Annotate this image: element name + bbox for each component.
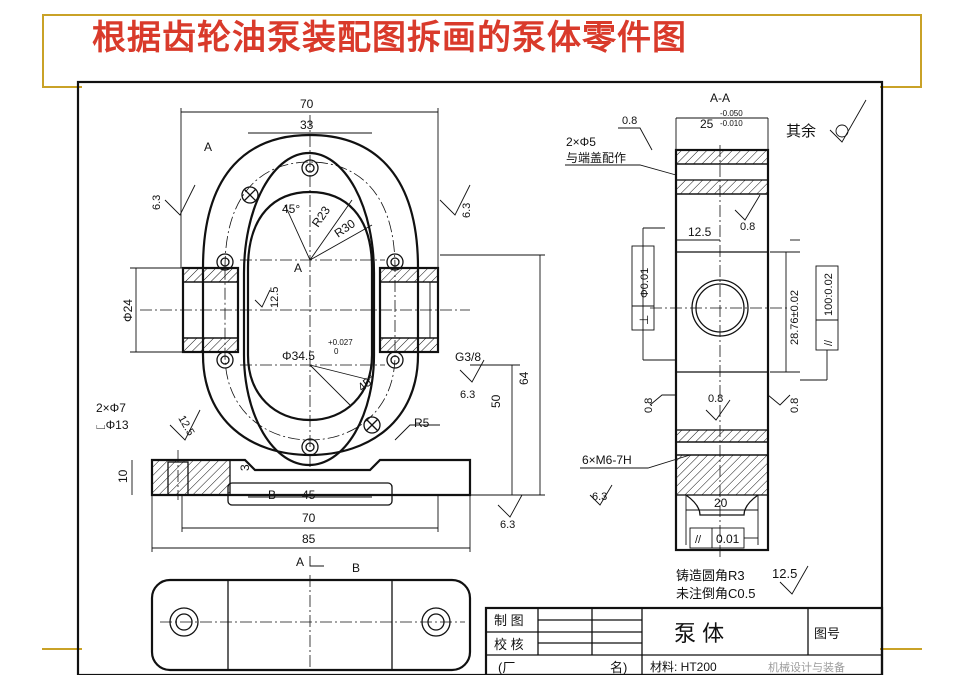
- dim-28-76: 28.76±0.02: [789, 290, 801, 345]
- dim-50: 50: [489, 394, 503, 408]
- note-chamfer: 未注倒角C0.5: [676, 586, 755, 601]
- dim-d345-tol-lo: 0: [334, 347, 339, 356]
- tb-check: 校 核: [494, 637, 524, 652]
- label-others: 其余: [786, 122, 816, 140]
- section-arrow-shape: [309, 556, 324, 567]
- dim-20: 20: [714, 496, 728, 510]
- tb-material: 材料: HT200: [650, 660, 717, 674]
- section-arrow-b: B: [352, 561, 360, 575]
- dim-45-bot: 45°: [355, 372, 378, 395]
- dim-45: 45: [302, 488, 316, 502]
- bottom-view: [150, 575, 472, 672]
- ra-08-top: 0.8: [622, 115, 637, 127]
- center-a: A: [294, 261, 302, 275]
- tol-par2-val: 0.01: [716, 532, 740, 546]
- section-arrow-a: A: [296, 555, 304, 569]
- tol-perp-sym: ⊥: [637, 315, 651, 325]
- section-mark-b: B: [268, 488, 276, 502]
- ra-125-bore: 12.5: [269, 287, 281, 308]
- tol-perp-val: Φ0.01: [639, 268, 651, 298]
- label-2x7: 2×Φ7: [96, 401, 126, 415]
- ra-08-right: 0.8: [789, 398, 801, 413]
- ra-63-thread: 6.3: [592, 491, 607, 503]
- section-mark-a-top: A: [204, 140, 212, 154]
- dim-45-top: 45°: [282, 202, 300, 216]
- dim-d345: Φ34.5: [282, 349, 315, 363]
- slide-title: 根据齿轮油泵装配图拆画的泵体零件图: [92, 18, 687, 58]
- frame-line-top: [42, 14, 922, 16]
- dim-12-5: 12.5: [688, 225, 712, 239]
- frame-line-bottom-left: [42, 648, 82, 650]
- ra-63-left: 6.3: [151, 195, 163, 210]
- frame-line-right: [920, 14, 922, 86]
- dim-10: 10: [116, 469, 130, 483]
- dim-33: 33: [300, 118, 314, 132]
- dim-70-bot: 70: [302, 511, 316, 525]
- ra-08-left: 0.8: [643, 398, 655, 413]
- label-pins: 2×Φ5: [566, 135, 596, 149]
- dim-r30: R30: [332, 216, 358, 240]
- tb-part-name: 泵 体: [674, 621, 724, 646]
- dim-3: 3: [238, 464, 252, 471]
- side-view: [565, 99, 867, 595]
- label-r5: R5: [414, 416, 430, 430]
- dim-85: 85: [302, 532, 316, 546]
- front-view: [130, 108, 545, 552]
- title-block-lines: [484, 606, 884, 675]
- frame-line-left: [42, 14, 44, 86]
- dim-d24: Φ24: [121, 299, 135, 322]
- section-label-aa: A-A: [710, 91, 730, 105]
- frame-line-under-title: [42, 86, 82, 88]
- tol-par-val: 100:0.02: [823, 273, 835, 316]
- label-c13: ⌴Φ13: [96, 418, 129, 432]
- label-pins-note: 与端盖配作: [566, 151, 626, 165]
- label-threads: 6×M6-7H: [582, 453, 632, 467]
- tb-factory-close: 名): [610, 660, 627, 675]
- note-ra: 12.5: [772, 566, 797, 581]
- tol-par-sym: //: [823, 339, 835, 346]
- frame-line-bottom-right: [880, 648, 922, 650]
- ra-08-mid: 0.8: [740, 221, 755, 233]
- dim-25-tol-lo: -0.010: [720, 119, 743, 128]
- tol-par2-sym: //: [695, 534, 702, 546]
- label-g38: G3/8: [455, 350, 481, 364]
- ra-63-right: 6.3: [461, 203, 473, 218]
- ra-63-bottom: 6.3: [500, 519, 515, 531]
- sheet-border: [76, 80, 884, 675]
- ra-63-g: 6.3: [460, 389, 475, 401]
- dim-25-tol-up: -0.050: [720, 109, 743, 118]
- dim-25: 25: [700, 117, 714, 131]
- note-fillet: 铸造圆角R3: [676, 568, 745, 583]
- dim-64: 64: [517, 371, 531, 385]
- frame-line-under-title-right: [880, 86, 922, 88]
- dim-70-top: 70: [300, 97, 314, 111]
- tb-drawing-no: 图号: [814, 626, 840, 641]
- ra-08-bottom: 0.8: [708, 393, 723, 405]
- tb-factory-open: (厂: [498, 660, 515, 675]
- tb-draw: 制 图: [494, 613, 524, 628]
- tb-watermark: 机械设计与装备: [768, 660, 845, 674]
- ra-125-hole: 12.5: [175, 414, 196, 439]
- dim-d345-tol-up: +0.027: [328, 338, 353, 347]
- dim-r23: R23: [309, 203, 333, 229]
